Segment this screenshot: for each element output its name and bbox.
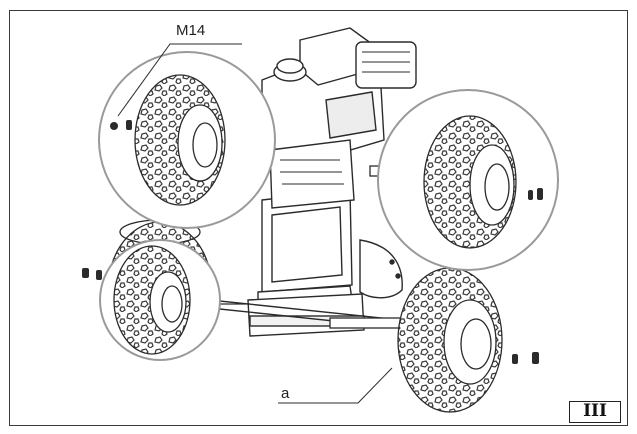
engine <box>261 27 417 209</box>
bolt-size-label: M14 <box>176 22 206 39</box>
figure-frame <box>9 10 628 426</box>
detail-circle-right <box>377 89 559 271</box>
loose-nuts <box>82 268 539 364</box>
bolt-parts-left <box>110 120 132 130</box>
leader-lines <box>117 43 393 404</box>
detail-circle-left <box>98 51 276 229</box>
figure-number-box: III <box>569 401 621 423</box>
detail-circle-lower-left <box>99 239 221 361</box>
axle-callout-label: a <box>281 385 290 402</box>
wheel-bottom-right <box>397 267 503 413</box>
bolt-parts-right <box>528 188 543 200</box>
